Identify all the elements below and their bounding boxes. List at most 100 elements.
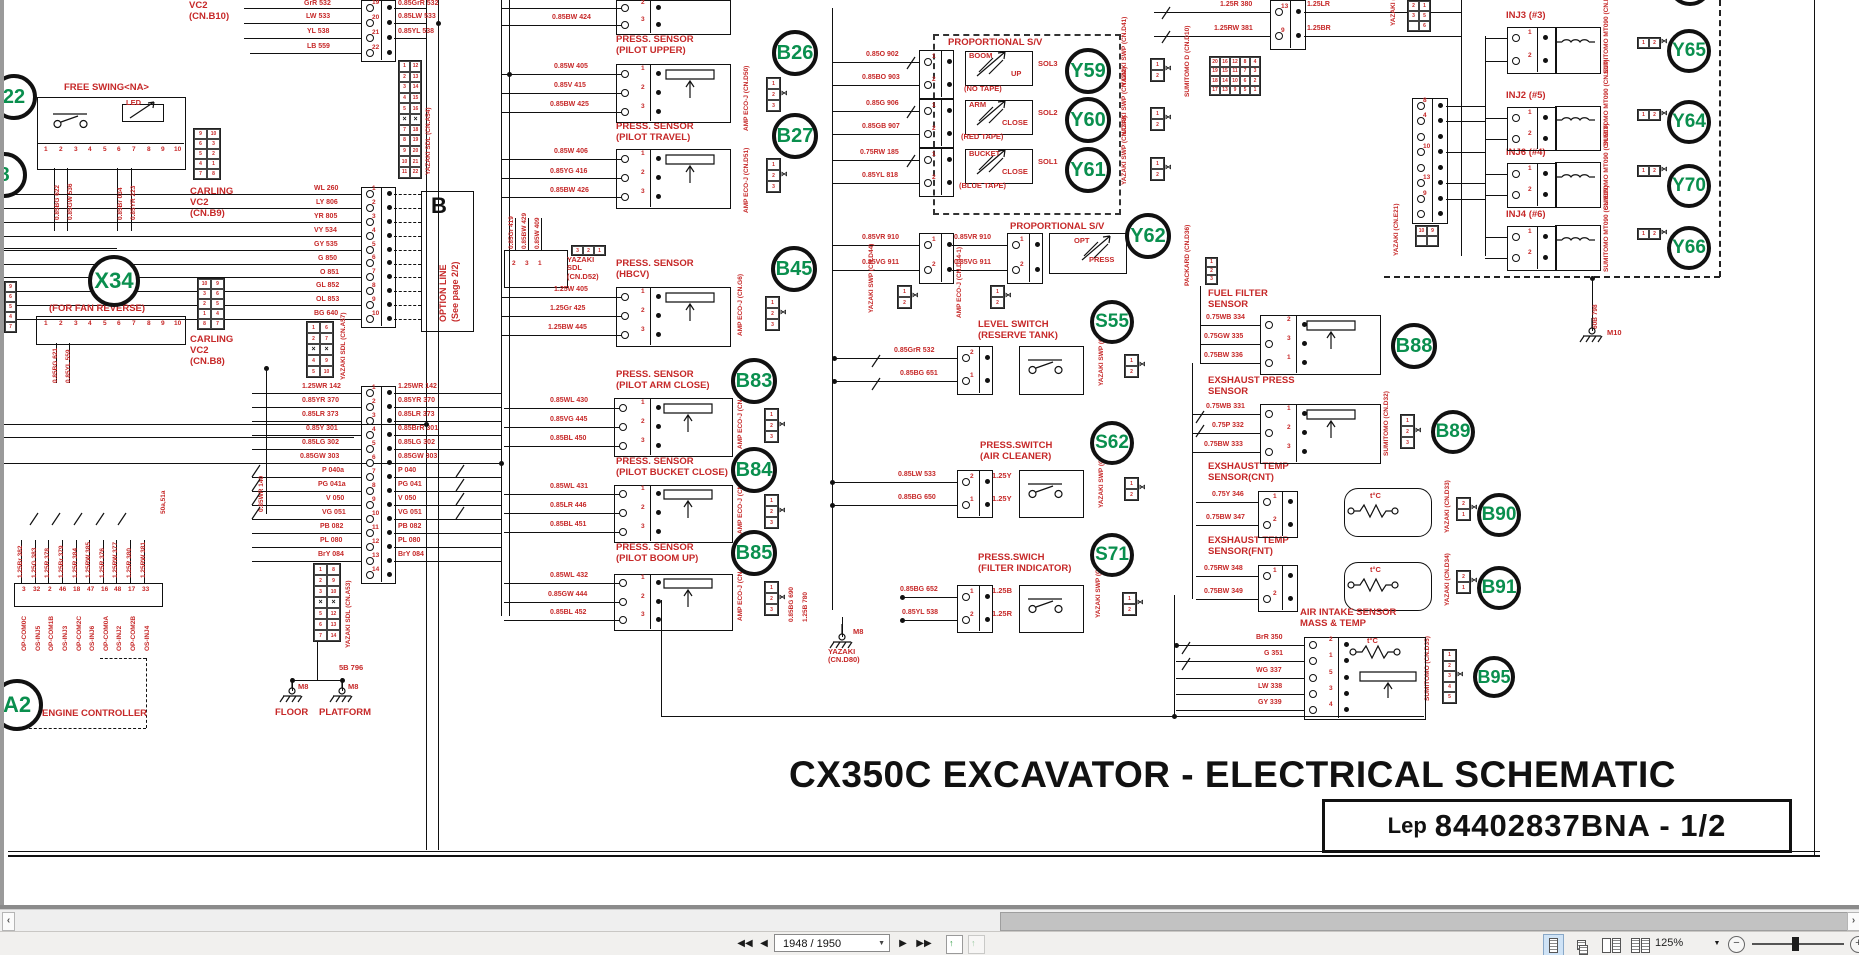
- grid-cell: 1: [1125, 355, 1138, 366]
- wire-label: GY 535: [314, 241, 338, 248]
- grid-cell: 1: [594, 246, 605, 255]
- wire-line: [834, 358, 957, 359]
- component-label: t°C: [1370, 565, 1381, 574]
- zoom-dropdown-caret[interactable]: ▼: [1712, 935, 1722, 953]
- wire-line: [504, 532, 622, 533]
- layout-two-page-continuous-button[interactable]: [1630, 934, 1651, 955]
- next-page-button[interactable]: ▶: [896, 935, 910, 953]
- pin-filled-circle: [947, 82, 952, 88]
- wire-line: [1461, 0, 1462, 256]
- last-page-button[interactable]: ▶▶: [914, 935, 934, 953]
- grid-cell: 2: [1125, 489, 1138, 500]
- pin-open-circle: [924, 57, 932, 66]
- zoom-slider-thumb[interactable]: [1792, 937, 1799, 951]
- component-label: 1.25B: [992, 586, 1013, 595]
- wire-label: 0.85VG 911: [862, 259, 899, 266]
- first-page-button[interactable]: ◀◀: [735, 935, 755, 953]
- pin-filled-circle: [1302, 360, 1307, 366]
- previous-view-button[interactable]: ↑: [946, 935, 963, 954]
- wire-label: O 851: [320, 269, 340, 276]
- wire-line: [501, 159, 624, 160]
- component-id-Y61: Y61: [1065, 147, 1111, 193]
- wire-label: 1.25BW 445: [548, 324, 587, 331]
- layout-continuous-button[interactable]: [1572, 934, 1593, 955]
- pin-open-circle: [1417, 210, 1425, 219]
- pin-number: 1: [641, 574, 645, 582]
- bowtie-mark: ⋈: [1415, 426, 1422, 434]
- grid-cell: 7: [1240, 66, 1250, 76]
- pin-filled-circle: [1543, 114, 1548, 120]
- layout-single-page-button[interactable]: [1543, 934, 1564, 955]
- grid-cell: 3: [1408, 11, 1419, 21]
- grid-cell: ×: [320, 344, 333, 355]
- next-view-button[interactable]: ↑: [968, 935, 985, 954]
- page-number-input[interactable]: 1948 / 1950 ▼: [774, 934, 890, 952]
- wire-line: [394, 561, 501, 562]
- wire-label: PG 041: [398, 481, 422, 488]
- pin-open-circle: [366, 287, 374, 296]
- grid-cell: 6: [194, 139, 207, 149]
- pin-number: 1: [932, 101, 936, 109]
- bowtie-mark: ⋈: [1139, 361, 1146, 368]
- page-dropdown-caret-icon[interactable]: ▼: [878, 940, 885, 947]
- schematic-box: [1049, 233, 1127, 274]
- previous-page-button[interactable]: ◀: [757, 935, 771, 953]
- pin-number: 1: [1528, 108, 1532, 116]
- sl-symbol: [51, 512, 61, 526]
- component-id-Y65: Y65: [1667, 29, 1711, 73]
- pin-open-circle: [366, 515, 374, 523]
- connector-block: [1507, 163, 1557, 208]
- zoom-out-button[interactable]: −: [1728, 936, 1745, 953]
- wire-label: 0.85GW 444: [548, 591, 588, 598]
- component-label: PRESS. SENSOR (PILOT BOOM UP): [616, 542, 699, 564]
- pin-number: 13: [372, 552, 380, 559]
- connector-block: [614, 398, 733, 457]
- pin-number: 3: [372, 412, 376, 419]
- component-label: PRESS.SWICH (FILTER INDICATOR): [978, 552, 1072, 574]
- wire-line: [1384, 276, 1720, 278]
- connector-block: [1507, 226, 1557, 271]
- pin-open-circle: [1417, 194, 1425, 203]
- wire-label: 0.85BL 450: [550, 435, 587, 442]
- pin-number: 2: [932, 125, 936, 133]
- connector-block: [1260, 404, 1381, 464]
- wire-line: [1154, 36, 1270, 37]
- pin-open-circle: [1275, 32, 1283, 40]
- pin-number: 2: [1273, 589, 1277, 597]
- component-label: AIR INTAKE SENSOR MASS & TEMP: [1300, 607, 1397, 629]
- schematic-box: [14, 583, 163, 607]
- component-id-S55: S55: [1090, 300, 1134, 344]
- wire-line: [504, 494, 622, 495]
- scrollbar-thumb[interactable]: [1000, 912, 1848, 931]
- wire-line: [1485, 38, 1507, 39]
- pin-number: 1: [641, 64, 645, 72]
- component-label: SOL1: [1038, 157, 1058, 166]
- layout-two-page-button[interactable]: [1601, 934, 1622, 955]
- scroll-left-button[interactable]: ‹: [2, 912, 15, 931]
- grid-cell: 1: [1638, 38, 1649, 48]
- wire-label: 0.85YL 538: [398, 28, 435, 35]
- component-id-Y66: Y66: [1667, 226, 1711, 270]
- two-page-cont-icon-a: [1631, 937, 1640, 953]
- zoom-in-button[interactable]: +: [1850, 936, 1859, 953]
- pin-filled-circle: [1302, 321, 1307, 327]
- pin-filled-circle: [656, 510, 661, 515]
- grid-cell: 10: [327, 586, 340, 597]
- pin-number: 10: [372, 310, 380, 318]
- wire-label: 0.85YR 370: [398, 397, 435, 404]
- sl-symbol: [95, 512, 105, 526]
- sol-symbol: [1081, 235, 1111, 261]
- bowtie-mark: ⋈: [1661, 110, 1668, 117]
- pin-number: 1: [372, 384, 376, 391]
- horizontal-scrollbar[interactable]: ‹ ›: [0, 909, 1859, 932]
- scroll-right-button[interactable]: ›: [1847, 912, 1859, 931]
- wire-line: [394, 305, 421, 306]
- pin-number: 2: [1528, 186, 1532, 194]
- pin-open-circle: [1512, 134, 1520, 143]
- wire-line: [146, 658, 147, 728]
- grid-cell: 3: [399, 82, 410, 93]
- bowtie-mark: ⋈: [1165, 164, 1172, 171]
- bowtie-mark: ⋈: [780, 308, 787, 316]
- wire-line: [952, 245, 1007, 246]
